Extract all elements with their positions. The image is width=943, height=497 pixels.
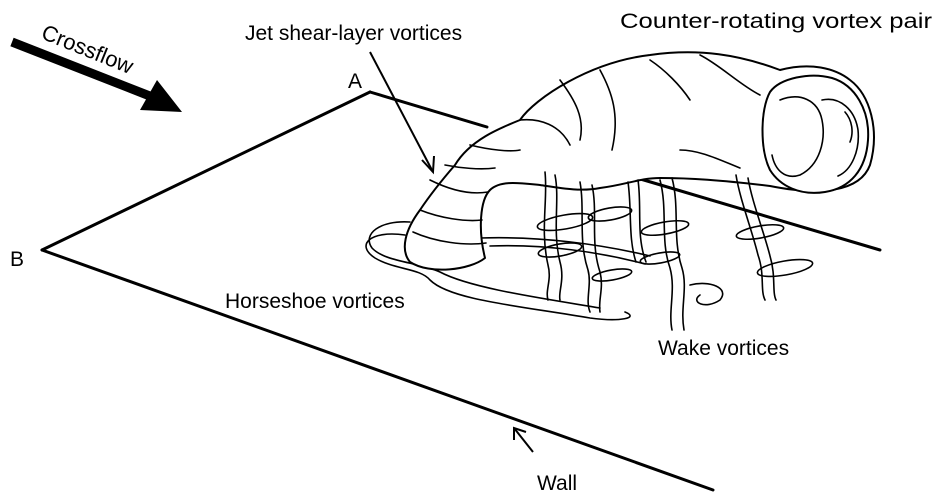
jet-shear-layer-pointer [370, 52, 434, 172]
horseshoe-label: Horseshoe vortices [225, 290, 405, 313]
wall-edge-a-right [370, 92, 487, 127]
wall-label: Wall [537, 472, 577, 495]
jet-shear-layer-label: Jet shear-layer vortices [245, 22, 462, 45]
jet-plume [405, 52, 874, 269]
wake-vortices [536, 172, 814, 330]
wake-label: Wake vortices [658, 337, 789, 360]
wall-edge-a-b [42, 92, 370, 250]
point-b-label: B [10, 248, 24, 271]
point-a-label: A [348, 70, 362, 93]
wall-pointer [514, 428, 533, 452]
wall-edge-b-bottom [42, 250, 713, 490]
counter-rotating-label: Counter-rotating vortex pair [620, 10, 932, 33]
